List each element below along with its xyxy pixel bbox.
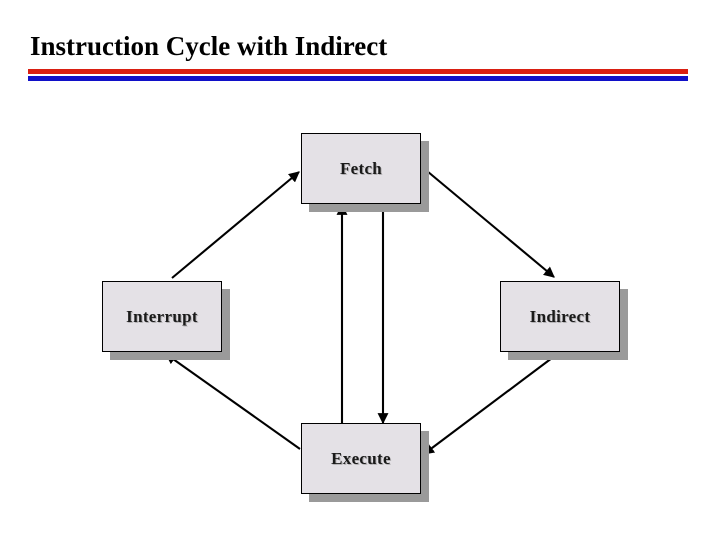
- node-execute[interactable]: Execute: [301, 423, 421, 494]
- edge-interrupt-to-fetch: [171, 171, 300, 279]
- page-title: Instruction Cycle with Indirect: [30, 31, 388, 61]
- title-rule-red: [28, 69, 688, 74]
- node-fetch[interactable]: Fetch: [301, 133, 421, 204]
- edge-indirect-to-execute: [423, 354, 557, 455]
- node-interrupt[interactable]: Interrupt: [102, 281, 222, 352]
- edge-fetch-to-indirect: [420, 165, 555, 278]
- title-rule-blue: [28, 76, 688, 81]
- edge-execute-to-interrupt: [165, 353, 301, 450]
- node-interrupt-label: Interrupt: [126, 306, 198, 326]
- node-indirect-label: Indirect: [529, 306, 591, 326]
- node-fetch-label: Fetch: [339, 158, 383, 178]
- node-indirect[interactable]: Indirect: [500, 281, 620, 352]
- node-execute-label: Execute: [331, 448, 391, 468]
